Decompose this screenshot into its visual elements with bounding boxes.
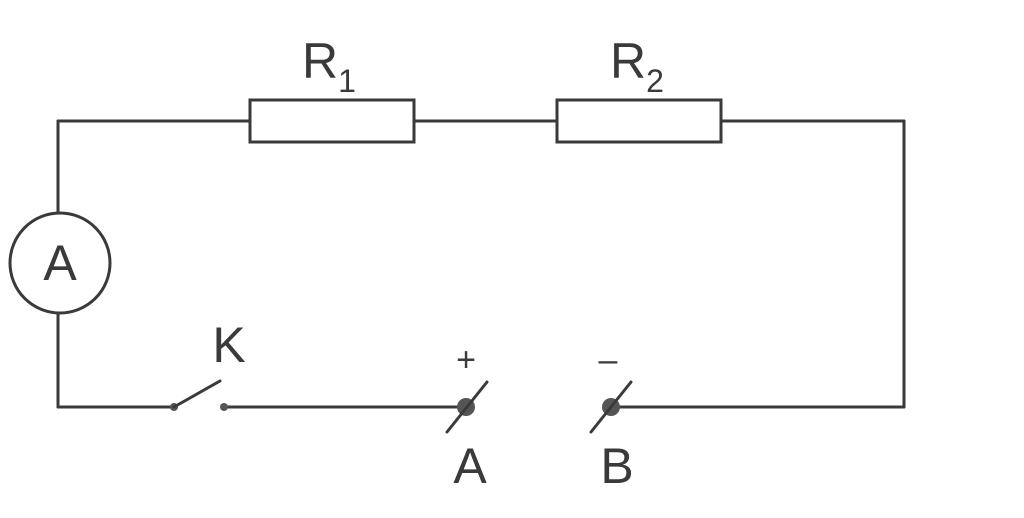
resistor-r2-letter: R [610, 33, 646, 89]
terminal-b-slash [589, 380, 633, 434]
switch-k: K [170, 317, 246, 411]
terminal-b-polarity: – [599, 341, 618, 379]
terminal-a-label: A [453, 438, 487, 494]
terminal-b-label: B [600, 438, 633, 494]
resistor-r2-subscript: 2 [646, 63, 664, 99]
resistor-r1-label: R1 [302, 33, 356, 99]
switch-contact-right [220, 403, 228, 411]
resistor-r2-body [555, 98, 723, 144]
terminal-a: + A [445, 341, 489, 494]
resistor-r1-letter: R [302, 33, 338, 89]
terminal-b: – B [589, 341, 634, 494]
ammeter-ring [8, 211, 112, 315]
terminal-a-polarity: + [456, 341, 476, 379]
ammeter: A [8, 211, 112, 315]
resistor-r1: R1 [248, 33, 416, 144]
resistor-r2-label: R2 [610, 33, 664, 99]
terminal-a-slash [445, 380, 489, 434]
ammeter-symbol: A [43, 235, 77, 291]
resistor-r2: R2 [555, 33, 723, 144]
resistor-r1-body [248, 98, 416, 144]
wires [56, 119, 906, 409]
switch-label: K [212, 317, 245, 373]
resistor-r1-subscript: 1 [338, 63, 356, 99]
switch-blade [172, 379, 222, 409]
